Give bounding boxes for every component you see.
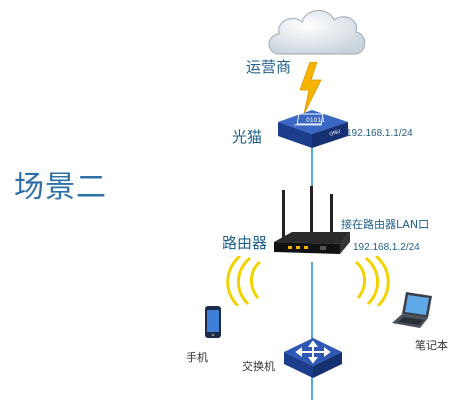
scene-title: 场景二 bbox=[14, 170, 107, 205]
wifi-waves-left-icon bbox=[226, 256, 262, 306]
wireless-router-icon bbox=[274, 186, 350, 254]
router-label: 路由器 bbox=[222, 234, 268, 252]
cloud-icon bbox=[268, 9, 366, 55]
wifi-waves-right-icon bbox=[354, 256, 390, 306]
modem-chip-text: 01011 bbox=[306, 117, 325, 124]
phone-icon bbox=[205, 306, 221, 338]
modem-ip: 192.168.1.1/24 bbox=[346, 128, 413, 139]
laptop-icon bbox=[392, 292, 432, 328]
lightning-icon bbox=[299, 62, 322, 114]
isp-label: 运营商 bbox=[246, 58, 292, 76]
laptop-label: 笔记本 bbox=[415, 339, 448, 352]
switch-icon bbox=[284, 338, 342, 378]
optical-modem-icon: 01011 ONU bbox=[278, 110, 348, 148]
modem-label: 光猫 bbox=[232, 128, 263, 146]
phone-label: 手机 bbox=[186, 351, 208, 364]
router-note: 接在路由器LAN口 bbox=[341, 218, 430, 231]
router-ip: 192.168.1.2/24 bbox=[353, 242, 420, 253]
modem-tag: ONU bbox=[329, 129, 342, 138]
switch-label: 交换机 bbox=[242, 360, 275, 373]
